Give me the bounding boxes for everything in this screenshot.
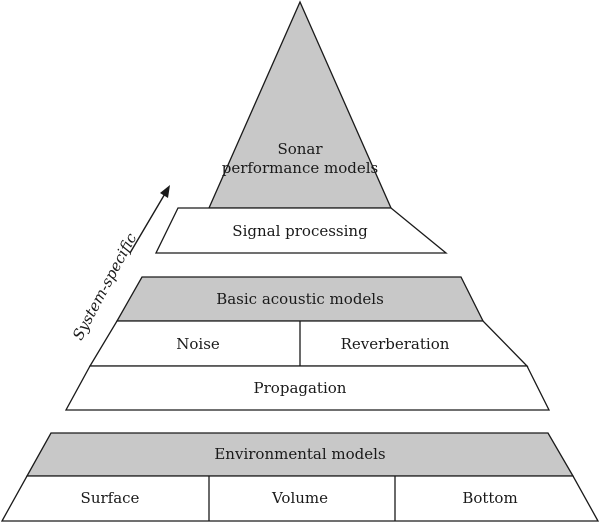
noise-reverberation-row [88, 320, 529, 367]
top-tier: Sonar performance models Signal processi… [154, 0, 448, 254]
sonar-label-line1: Sonar [277, 140, 323, 158]
environmental-label: Environmental models [214, 445, 385, 463]
signal-processing-label: Signal processing [232, 222, 368, 240]
signal-processing-band [154, 207, 448, 254]
propagation-band [64, 365, 551, 411]
noise-label: Noise [176, 335, 220, 353]
surface-volume-bottom-row [0, 475, 600, 522]
volume-label: Volume [271, 489, 328, 507]
surface-label: Surface [81, 489, 140, 507]
bottom-tier: Environmental models Surface Volume Bott… [0, 432, 600, 522]
arrow-shaft [129, 191, 167, 254]
arrow-head-icon [160, 185, 170, 198]
middle-tier: Basic acoustic models Noise Reverberatio… [64, 276, 551, 411]
reverberation-label: Reverberation [341, 335, 450, 353]
sonar-label-line2: performance models [222, 159, 379, 177]
basic-acoustic-label: Basic acoustic models [216, 290, 384, 308]
propagation-label: Propagation [254, 379, 347, 397]
bottom-label: Bottom [462, 489, 517, 507]
sonar-performance-apex [208, 0, 392, 209]
